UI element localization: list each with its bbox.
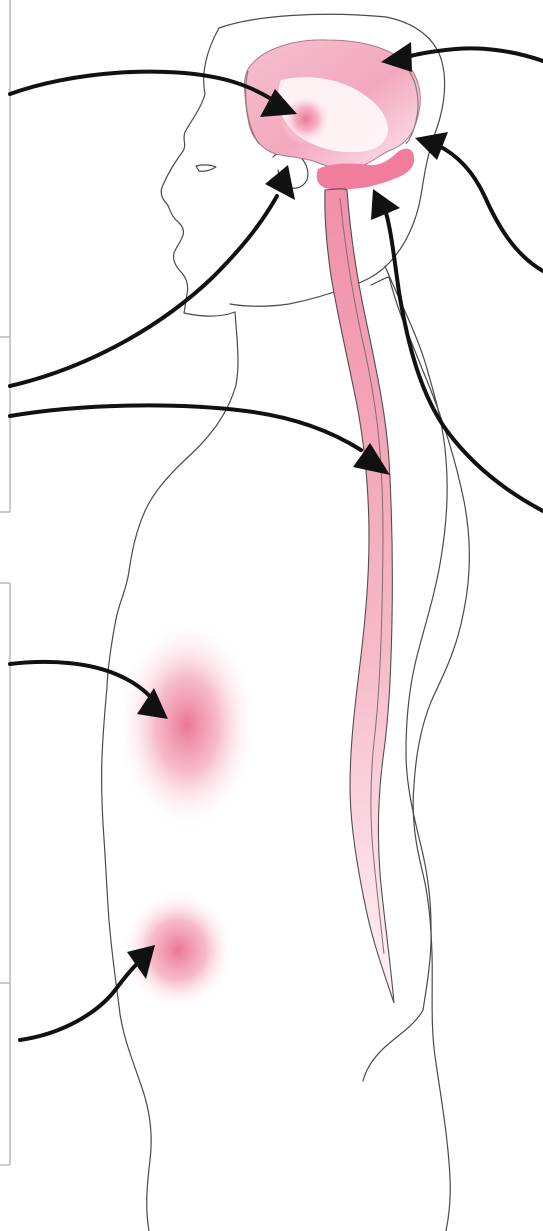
- neck-back: [371, 277, 469, 1231]
- body-outline: [102, 14, 470, 1231]
- brain-center-glow: [280, 93, 332, 145]
- arrow-right-middle-line: [437, 145, 543, 271]
- arrow-left-third-line: [10, 405, 361, 450]
- arrow-right-top-line: [401, 48, 543, 61]
- arrow-right-lower-line: [386, 213, 543, 511]
- spinal-cord: [325, 189, 394, 1003]
- upper-torso-glow: [117, 620, 257, 830]
- hip-curve: [363, 1010, 423, 1081]
- left-label-frames: [0, 0, 10, 1165]
- arrow-left-top-line: [10, 72, 279, 104]
- back-inner-contour: [385, 266, 447, 1010]
- arrow-left-second-line: [10, 196, 277, 386]
- arrows: [10, 42, 543, 1040]
- neck-front: [235, 312, 238, 385]
- arrow-left-second-head: [265, 165, 295, 200]
- eye-mark: [196, 165, 216, 171]
- spinal-cord-group: [325, 189, 394, 1003]
